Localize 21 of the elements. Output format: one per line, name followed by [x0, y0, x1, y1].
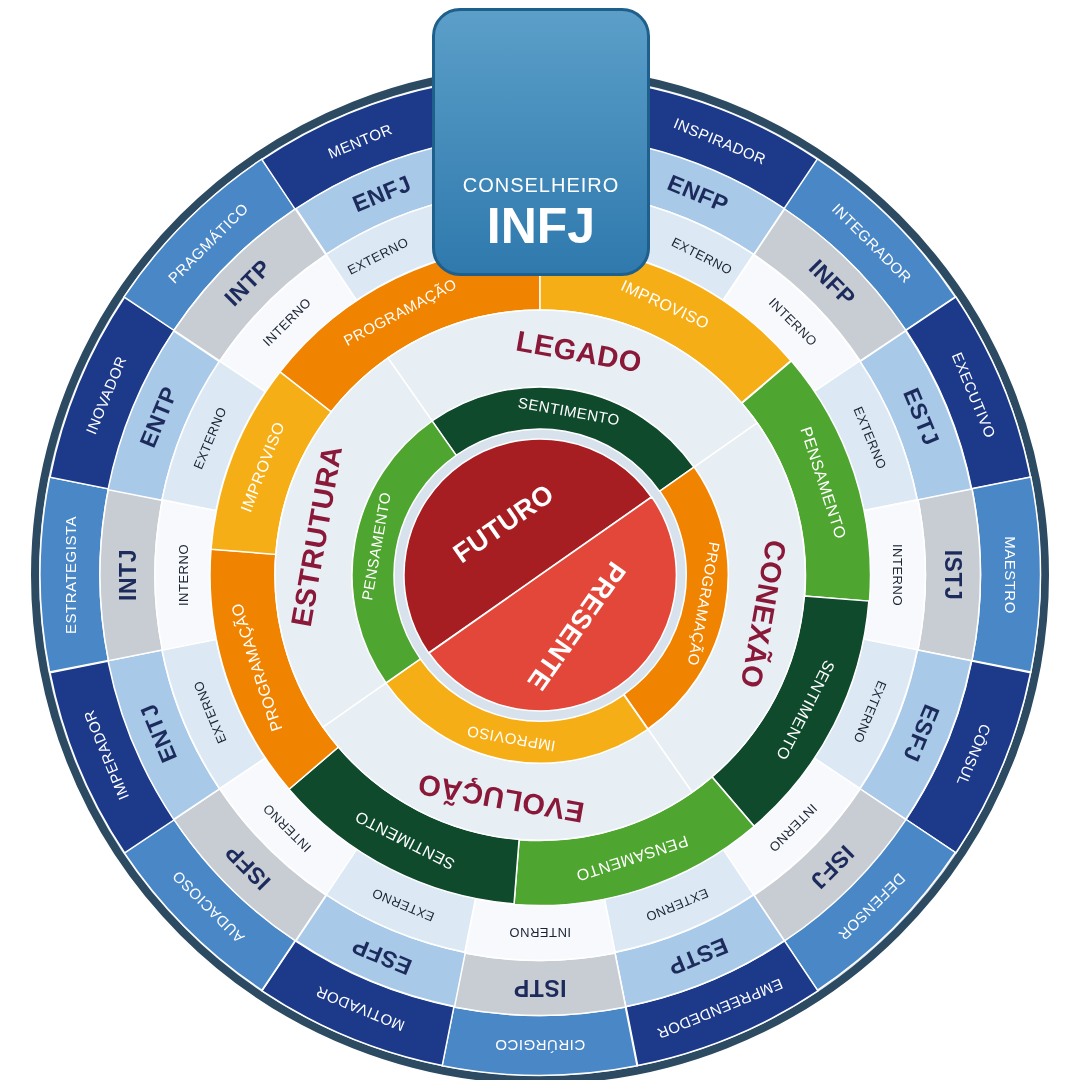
role-label: ESTRATEGISTA: [62, 516, 78, 634]
type-code: ENTP: [136, 383, 182, 451]
tab-panel: [432, 8, 650, 276]
type-code: INFJ: [486, 201, 596, 251]
type-code: ESTJ: [899, 385, 944, 450]
type-code: ENFJ: [349, 171, 415, 217]
type-code: ESFJ: [899, 700, 944, 765]
type-code: ENTJ: [136, 700, 182, 766]
type-code: ESFP: [349, 933, 416, 979]
type-code: ISTJ: [941, 549, 964, 601]
role-title: CONSELHEIRO: [462, 175, 620, 195]
segment-label: LEGADO: [514, 326, 645, 378]
segment-label: INTERNO: [176, 544, 189, 606]
segment-label: INTERNO: [891, 544, 904, 606]
type-code: ISTP: [513, 976, 567, 999]
type-code: INTJ: [116, 549, 139, 601]
segment-label: INTERNO: [509, 926, 571, 939]
type-code: ESTP: [664, 933, 731, 979]
role-label: MAESTRO: [1002, 536, 1018, 614]
type-code: ENFP: [664, 171, 732, 217]
role-label: CIRÚRGICO: [494, 1037, 586, 1053]
